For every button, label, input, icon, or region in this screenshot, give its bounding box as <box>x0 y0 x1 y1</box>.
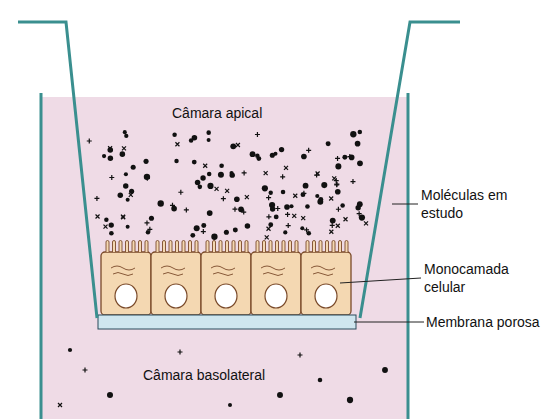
cell-monolayer <box>101 241 351 315</box>
callout-label: Membrana porosa <box>426 313 546 331</box>
callout-label: Monocamada celular <box>424 260 534 296</box>
leader-line <box>392 204 418 205</box>
callout-label: Moléculas em estudo <box>421 186 531 222</box>
leader-line <box>340 278 421 283</box>
insert-wall <box>18 22 97 318</box>
leader-line <box>354 322 424 323</box>
well-wall <box>407 93 410 419</box>
chamber-label: Câmara apical <box>172 104 312 122</box>
medium <box>41 97 408 419</box>
molecules <box>58 130 388 407</box>
porous-membrane <box>98 315 356 329</box>
chamber-label: Câmara basolateral <box>143 366 293 384</box>
well-wall <box>40 93 43 419</box>
